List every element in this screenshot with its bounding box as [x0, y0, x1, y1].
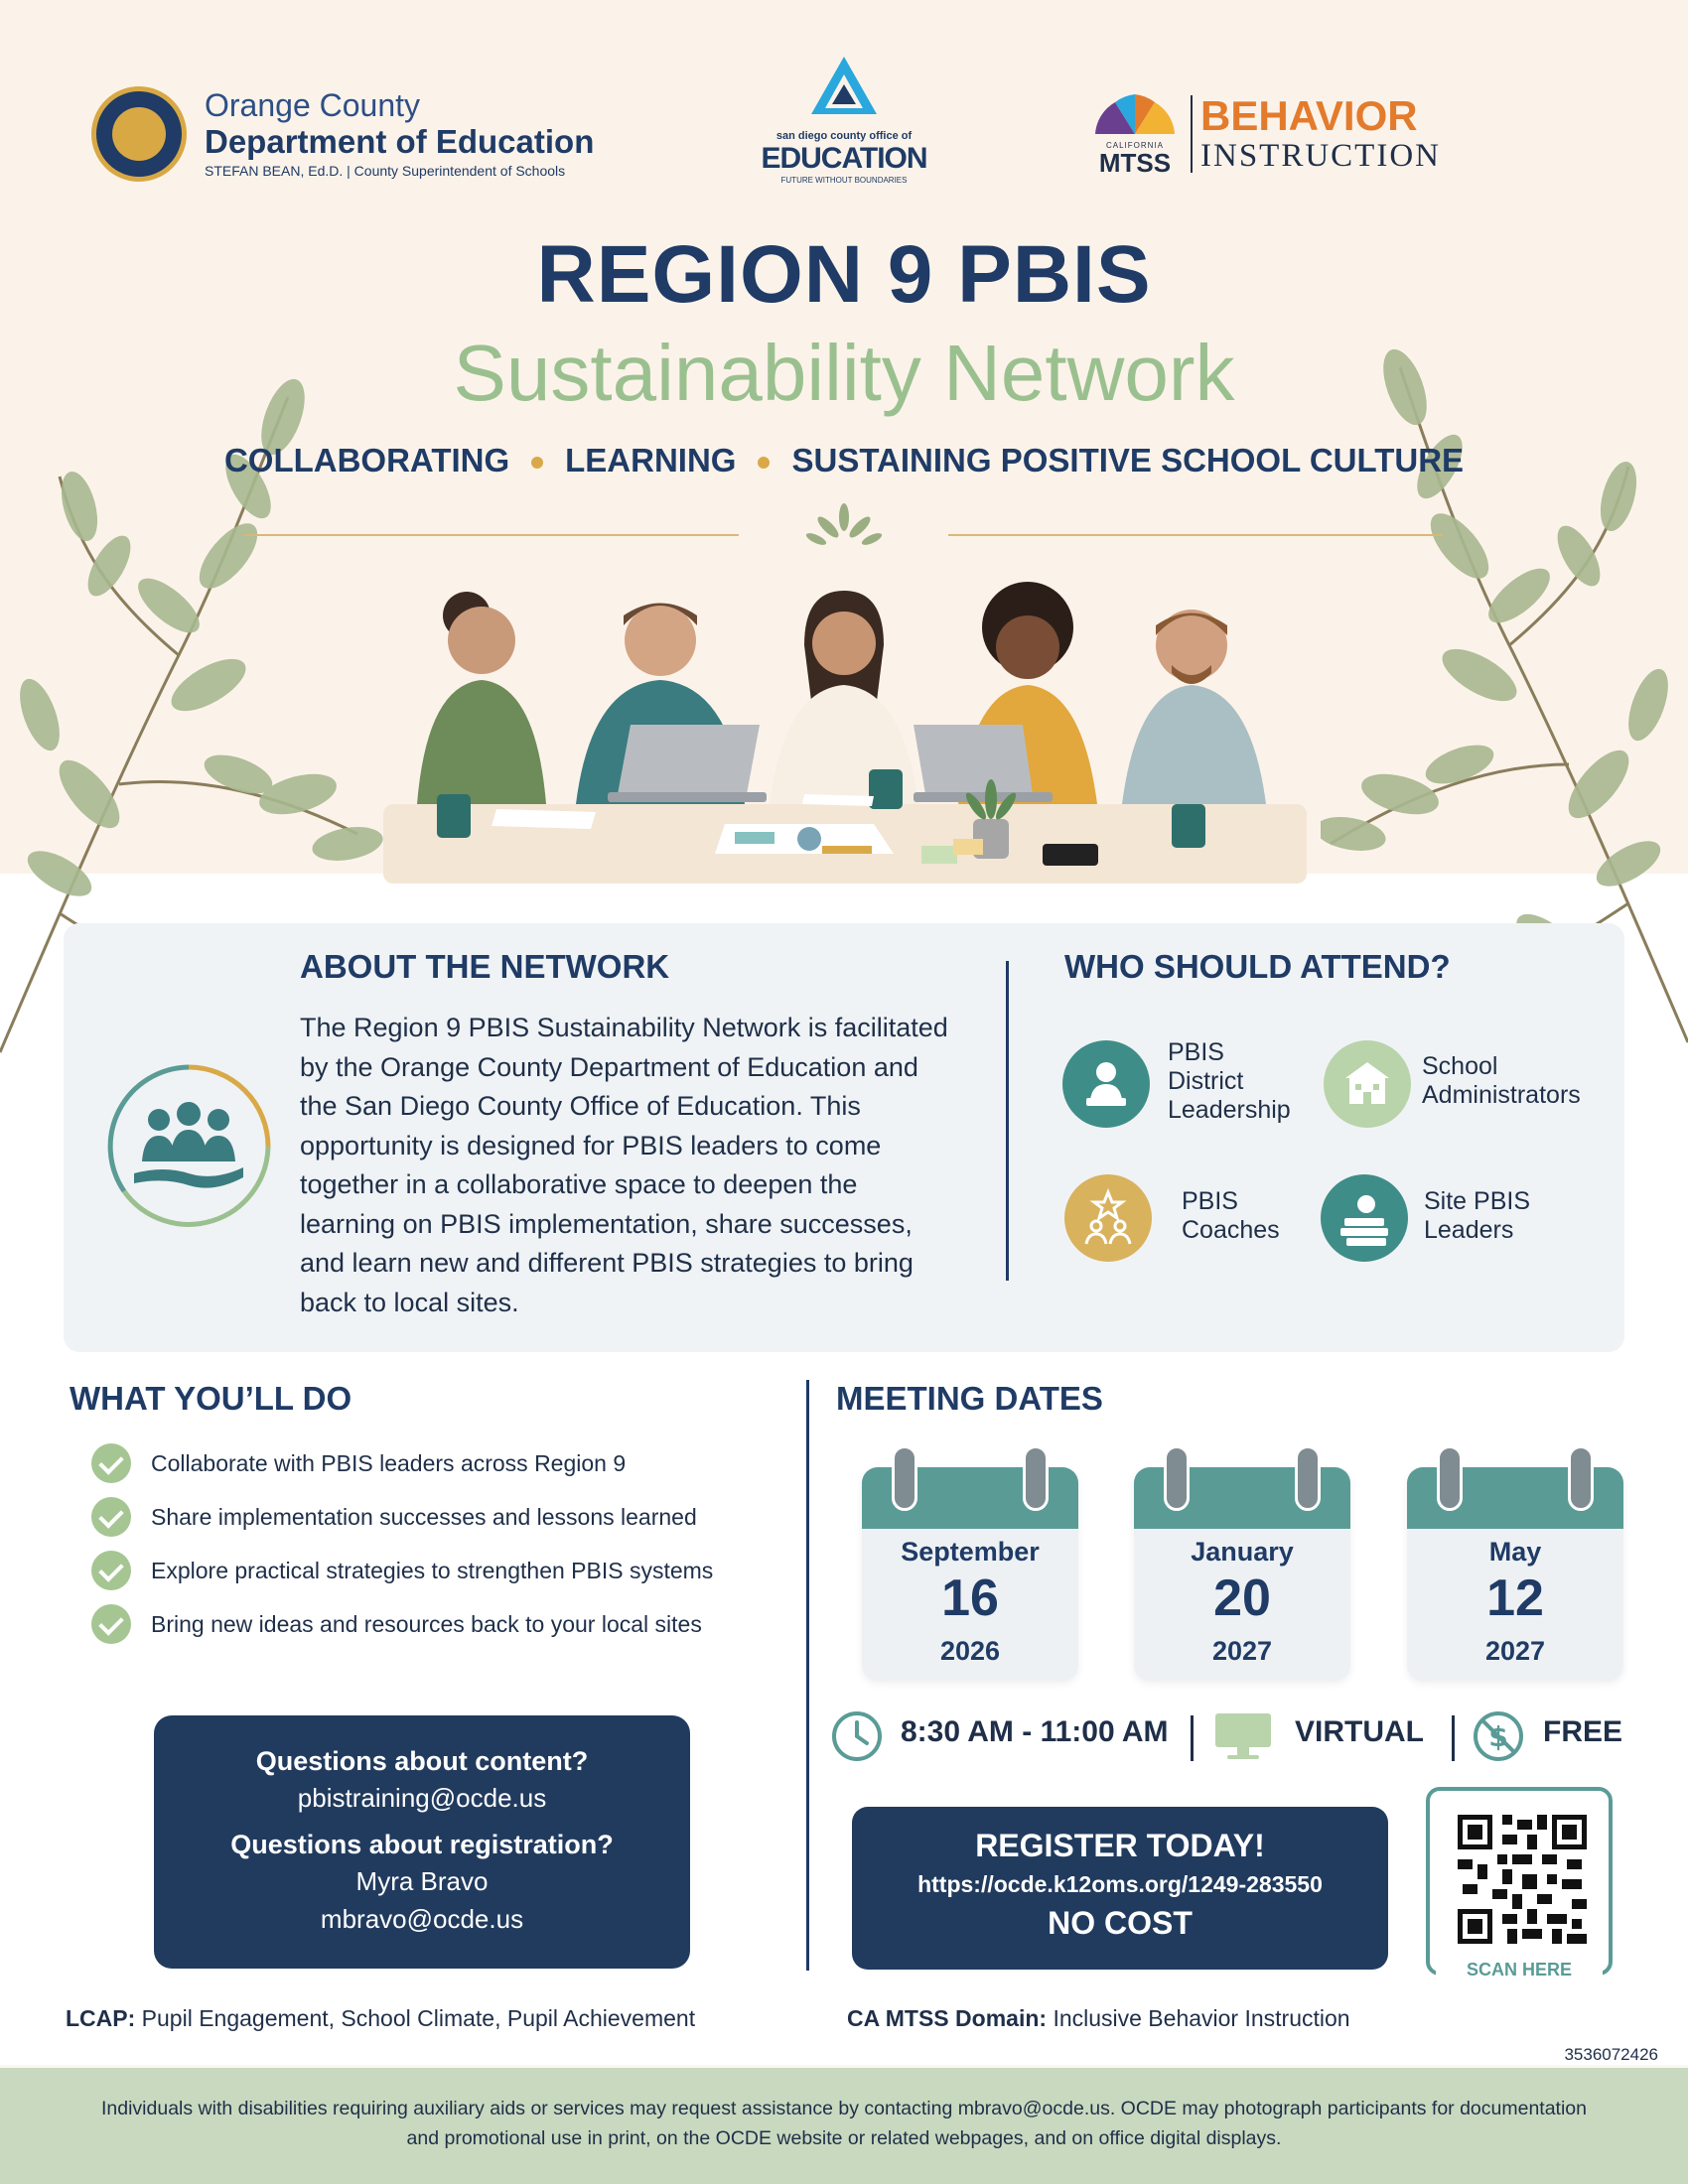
who-item-district-leadership: PBIS District Leadership: [1168, 1038, 1291, 1124]
mtss-state-label: CALIFORNIA: [1105, 141, 1164, 150]
tagline-item: LEARNING: [565, 442, 737, 478]
checkmark-icon: [91, 1443, 131, 1483]
registration-email-link[interactable]: mbravo@ocde.us: [320, 1904, 524, 1934]
list-item: Explore practical strategies to strength…: [91, 1550, 713, 1591]
ocde-superintendent: STEFAN BEAN, Ed.D. | County Superintende…: [205, 163, 566, 179]
tagline-item: COLLABORATING: [223, 442, 510, 478]
register-no-cost: NO COST: [1048, 1905, 1193, 1941]
page-subtitle: Sustainability Network: [453, 329, 1235, 417]
sdcoe-big-text: EDUCATION: [761, 142, 927, 175]
registration-question: Questions about registration?: [230, 1830, 614, 1859]
sdcoe-tagline: FUTURE WITHOUT BOUNDARIES: [780, 176, 908, 185]
tagline-item: SUSTAINING POSITIVE SCHOOL CULTURE: [791, 442, 1465, 478]
bullet-dot-icon: [531, 457, 544, 470]
sdcoe-triangle-icon: [811, 57, 877, 114]
list-item: Collaborate with PBIS leaders across Reg…: [91, 1442, 626, 1484]
checkmark-icon: [91, 1497, 131, 1537]
meeting-dates-heading: MEETING DATES: [836, 1380, 1103, 1417]
about-heading: ABOUT THE NETWORK: [300, 948, 670, 985]
coach-star-icon: [1064, 1174, 1152, 1262]
about-body: The Region 9 PBIS Sustainability Network…: [300, 1013, 948, 1317]
registration-contact-name: Myra Bravo: [355, 1866, 489, 1896]
school-building-icon: [1324, 1040, 1411, 1128]
sdcoe-small-text: san diego county office of: [775, 130, 913, 142]
who-heading: WHO SHOULD ATTEND?: [1064, 948, 1451, 985]
sdcoe-logo: san diego county office of EDUCATION FUT…: [755, 55, 933, 189]
leader-icon: [1062, 1040, 1150, 1128]
clock-icon: [832, 1711, 882, 1761]
mtss-behavior-logo: CALIFORNIA MTSS BEHAVIOR INSTRUCTION: [1087, 89, 1445, 179]
no-dollar-icon: $: [1474, 1711, 1523, 1761]
ocde-name-line2: Department of Education: [205, 123, 595, 160]
mtss-umbrella-icon: [1095, 94, 1175, 134]
list-item: Bring new ideas and resources back to yo…: [91, 1603, 702, 1645]
info-divider: [1452, 1715, 1455, 1761]
divider-line-right: [948, 534, 1443, 536]
footer: Individuals with disabilities requiring …: [0, 2068, 1688, 2184]
tagline: COLLABORATING LEARNING SUSTAINING POSITIVE…: [0, 442, 1688, 479]
bullet-dot-icon: [758, 457, 771, 470]
contact-box: Questions about content? pbistraining@oc…: [154, 1715, 690, 1969]
content-question: Questions about content?: [255, 1746, 589, 1776]
calendar-date-3: May 12 2027: [1407, 1445, 1623, 1681]
calendar-date-2: January 20 2027: [1134, 1445, 1350, 1681]
left-leaves-decoration: [0, 378, 383, 1054]
who-item-school-administrators: School Administrators: [1422, 1052, 1581, 1109]
about-divider: [1006, 961, 1009, 1281]
about-panel: [64, 923, 1624, 1352]
who-item-pbis-coaches: PBIS Coaches: [1182, 1187, 1280, 1244]
scan-here-label: SCAN HERE: [1436, 1960, 1603, 1980]
checkmark-icon: [91, 1604, 131, 1644]
ocde-name-line1: Orange County: [205, 87, 421, 123]
document-code: 3536072426: [1564, 2045, 1658, 2064]
lcap-line: LCAP: Pupil Engagement, School Climate, …: [66, 2005, 696, 2031]
mtss-divider: [1191, 95, 1193, 173]
meeting-mode: VIRTUAL: [1295, 1715, 1424, 1748]
ocde-logo: Orange County Department of Education ST…: [91, 79, 647, 189]
ca-mtss-domain-line: CA MTSS Domain: Inclusive Behavior Instr…: [847, 2005, 1350, 2031]
calendar-date-1: September 16 2026: [862, 1445, 1078, 1681]
people-in-hand-icon: [107, 1064, 271, 1227]
register-box[interactable]: REGISTER TODAY! https://ocde.k12oms.org/…: [852, 1807, 1388, 1970]
mtss-instruction-text: INSTRUCTION: [1200, 138, 1441, 174]
who-item-site-leaders: Site PBIS Leaders: [1424, 1187, 1530, 1244]
team-meeting-illustration: [383, 582, 1307, 884]
register-url-link[interactable]: https://ocde.k12oms.org/1249-283550: [917, 1871, 1323, 1897]
what-heading: WHAT YOU’LL DO: [70, 1380, 352, 1417]
page-title: REGION 9 PBIS: [536, 229, 1152, 320]
meeting-cost: FREE: [1543, 1715, 1623, 1748]
ocde-seal-icon: [91, 86, 187, 182]
mtss-behavior-text: BEHAVIOR: [1200, 92, 1418, 139]
sprig-icon: [806, 503, 882, 545]
divider-line-left: [244, 534, 739, 536]
qr-code-icon[interactable]: [1458, 1815, 1587, 1944]
bottom-divider: [806, 1380, 809, 1971]
checkmark-icon: [91, 1551, 131, 1590]
mtss-word: MTSS: [1098, 148, 1172, 178]
footer-disclaimer: Individuals with disabilities requiring …: [100, 2098, 1587, 2149]
content-email-link[interactable]: pbistraining@ocde.us: [297, 1783, 547, 1813]
books-apple-icon: [1321, 1174, 1408, 1262]
info-divider: [1191, 1715, 1194, 1761]
monitor-icon: [1215, 1713, 1271, 1759]
list-item: Share implementation successes and lesso…: [91, 1496, 697, 1538]
register-heading: REGISTER TODAY!: [975, 1828, 1265, 1863]
meeting-time: 8:30 AM - 11:00 AM: [901, 1715, 1169, 1748]
qr-code-frame[interactable]: [1426, 1787, 1613, 1976]
